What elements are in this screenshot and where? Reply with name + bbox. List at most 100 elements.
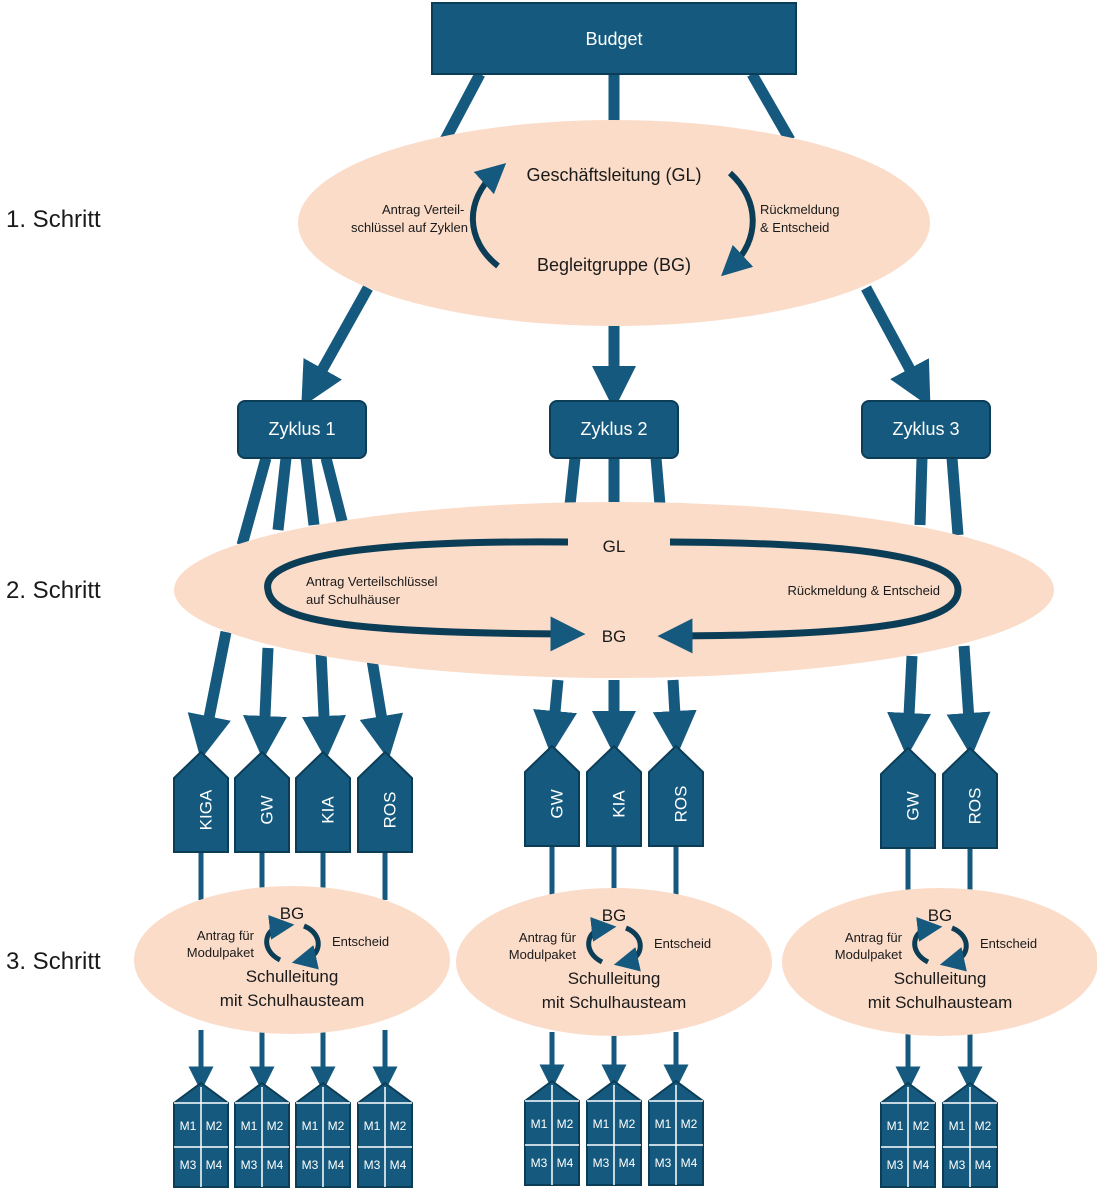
module-label: M1	[364, 1119, 381, 1133]
module-label: M4	[390, 1158, 407, 1172]
step3-left-arrow-icon	[912, 916, 943, 965]
budget-box	[431, 2, 797, 75]
module-label: M1	[180, 1119, 197, 1133]
step2-top-label: GL	[603, 537, 626, 556]
zyklus-3: Zyklus 3	[861, 400, 991, 459]
module-label: M4	[557, 1156, 574, 1170]
zyklus-3-label: Zyklus 3	[892, 419, 959, 439]
step3-right-arrow-icon	[291, 923, 321, 970]
module-label: M2	[206, 1119, 223, 1133]
module-label: M3	[364, 1158, 381, 1172]
step-2-label: 2. Schritt	[6, 577, 101, 604]
step3-right-label: Entscheid	[654, 936, 711, 951]
module-label: M4	[681, 1156, 698, 1170]
step1-bottom-label: Begleitgruppe (BG)	[537, 255, 691, 275]
school-house-label: ROS	[965, 788, 984, 825]
school-house-gw	[234, 750, 290, 853]
zyklus-1: Zyklus 1	[237, 400, 367, 459]
budget-label: Budget	[585, 29, 642, 49]
step3-ellipse	[782, 888, 1097, 1036]
module-label: M1	[887, 1119, 904, 1133]
module-label: M1	[241, 1119, 258, 1133]
step3-top-label: BG	[928, 906, 953, 925]
connector-lines	[187, 71, 991, 760]
school-house-label: KIA	[609, 790, 628, 818]
module-label: M2	[557, 1117, 574, 1131]
school-house-label: KIGA	[196, 789, 215, 830]
school-house-label: KIA	[318, 796, 337, 824]
school-house-label: GW	[547, 789, 566, 818]
module-label: M4	[206, 1158, 223, 1172]
step1-left-arrow-icon	[469, 162, 507, 269]
module-label: M3	[531, 1156, 548, 1170]
module-label: M3	[949, 1158, 966, 1172]
module-label: M2	[390, 1119, 407, 1133]
module-label: M3	[655, 1156, 672, 1170]
school-house-ros	[357, 750, 413, 853]
step3-right-arrow-icon	[939, 925, 969, 972]
module-label: M4	[619, 1156, 636, 1170]
step2-left-label: Antrag Verteilschlüssel auf Schulhäuser	[306, 574, 441, 607]
step3-top-label: BG	[602, 906, 627, 925]
module-label: M2	[328, 1119, 345, 1133]
step1-cycle: Geschäftsleitung (GL) Begleitgruppe (BG)…	[298, 120, 930, 326]
module-label: M4	[975, 1158, 992, 1172]
module-label: M1	[531, 1117, 548, 1131]
school-house-label: GW	[903, 791, 922, 820]
step-1-label: 1. Schritt	[6, 206, 101, 233]
step3-right-arrow-icon	[613, 925, 643, 972]
module-label: M2	[267, 1119, 284, 1133]
module-label: M1	[302, 1119, 319, 1133]
school-house-ros	[942, 746, 998, 849]
step1-right-arrow-icon	[721, 170, 756, 277]
module-label: M3	[887, 1158, 904, 1172]
zyklus-1-label: Zyklus 1	[268, 419, 335, 439]
step3-left-arrow-icon	[586, 916, 617, 965]
module-label: M2	[913, 1119, 930, 1133]
school-house-gw	[524, 744, 580, 847]
zyklus-2: Zyklus 2	[549, 400, 679, 459]
step-3-label: 3. Schritt	[6, 948, 101, 975]
school-house-label: ROS	[380, 792, 399, 829]
step3-top-label: BG	[280, 904, 305, 923]
step1-left-label: Antrag Verteil- schlüssel auf Zyklen	[351, 202, 468, 235]
step2-cycle-arrow-icon	[264, 538, 586, 652]
school-house-kia	[295, 750, 351, 853]
school-house-ros	[648, 744, 704, 847]
step3-left-arrow-icon	[264, 914, 295, 963]
module-label: M2	[975, 1119, 992, 1133]
module-label: M1	[949, 1119, 966, 1133]
school-house-gw	[880, 746, 936, 849]
step1-right-label: Rückmeldung & Entscheid	[760, 202, 843, 235]
step2-bottom-label: BG	[602, 627, 627, 646]
module-label: M2	[619, 1117, 636, 1131]
module-label: M4	[913, 1158, 930, 1172]
module-label: M4	[328, 1158, 345, 1172]
step2-cycle: GL BG Antrag Verteilschlüssel auf Schulh…	[174, 502, 1054, 678]
module-label: M3	[302, 1158, 319, 1172]
module-label: M2	[681, 1117, 698, 1131]
step1-ellipse	[298, 120, 930, 326]
step3-right-label: Entscheid	[980, 936, 1037, 951]
module-label: M4	[267, 1158, 284, 1172]
module-label: M3	[241, 1158, 258, 1172]
step3-right-label: Entscheid	[332, 934, 389, 949]
step2-cycle-arrow-right-icon	[657, 538, 962, 654]
module-label: M3	[593, 1156, 610, 1170]
module-label: M1	[593, 1117, 610, 1131]
school-house-kia	[586, 744, 642, 847]
module-label: M3	[180, 1158, 197, 1172]
school-house-kiga	[173, 750, 229, 853]
